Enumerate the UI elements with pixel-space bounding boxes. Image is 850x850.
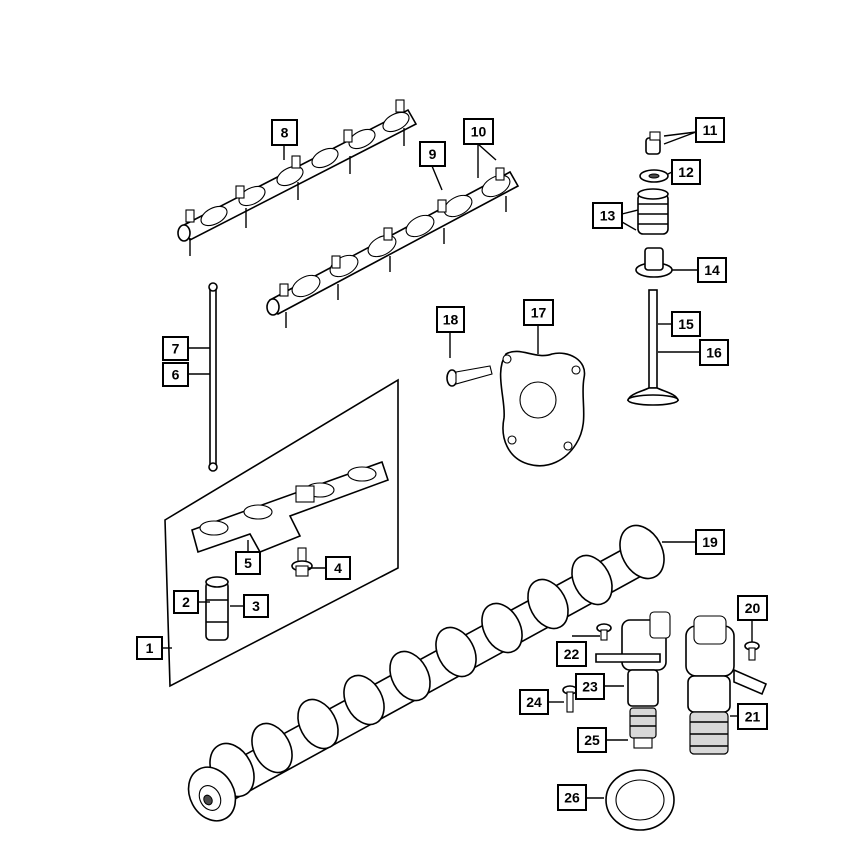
callout-11-label: 11 bbox=[703, 122, 718, 138]
callout-20-label: 20 bbox=[745, 600, 761, 616]
oil-control-solenoid-right[interactable] bbox=[685, 615, 768, 755]
callout-19[interactable]: 19 bbox=[695, 529, 725, 555]
callout-1-label: 1 bbox=[146, 640, 154, 656]
callout-17-label: 17 bbox=[531, 305, 547, 321]
callout-11[interactable]: 11 bbox=[695, 117, 725, 143]
callout-25[interactable]: 25 bbox=[577, 727, 607, 753]
rocker-arm-assembly-right[interactable] bbox=[266, 167, 520, 328]
callout-19-label: 19 bbox=[702, 534, 718, 550]
callout-10-label: 10 bbox=[471, 124, 487, 140]
callout-3-label: 3 bbox=[252, 598, 260, 614]
seal-ring[interactable] bbox=[605, 769, 675, 831]
callout-14[interactable]: 14 bbox=[697, 257, 727, 283]
callout-18-label: 18 bbox=[443, 312, 459, 328]
leader-lines bbox=[162, 131, 753, 799]
callout-3[interactable]: 3 bbox=[243, 594, 269, 618]
callout-15-label: 15 bbox=[678, 316, 694, 332]
valve-spring-retainer[interactable] bbox=[639, 169, 669, 183]
callout-12-label: 12 bbox=[678, 164, 694, 180]
cover-screw[interactable] bbox=[446, 365, 493, 387]
callout-1[interactable]: 1 bbox=[136, 636, 163, 660]
camshaft[interactable] bbox=[179, 518, 672, 829]
callout-16[interactable]: 16 bbox=[699, 339, 729, 366]
callout-9-label: 9 bbox=[429, 146, 437, 162]
bolt-22[interactable] bbox=[596, 623, 612, 641]
callout-25-label: 25 bbox=[584, 732, 600, 748]
push-rod[interactable] bbox=[208, 282, 218, 472]
callout-21-label: 21 bbox=[745, 709, 761, 725]
valve[interactable] bbox=[626, 289, 680, 406]
callout-26-label: 26 bbox=[564, 790, 580, 806]
callout-4-label: 4 bbox=[334, 560, 342, 576]
callout-23[interactable]: 23 bbox=[575, 673, 605, 700]
callout-8[interactable]: 8 bbox=[271, 119, 298, 146]
bolt-small[interactable] bbox=[291, 547, 313, 577]
oil-control-solenoid-left[interactable] bbox=[595, 611, 671, 749]
callout-16-label: 16 bbox=[706, 345, 722, 361]
callout-21[interactable]: 21 bbox=[737, 703, 768, 730]
kit-outline bbox=[164, 378, 399, 688]
cover-plate[interactable] bbox=[499, 350, 586, 467]
callout-2[interactable]: 2 bbox=[173, 590, 199, 614]
callout-18[interactable]: 18 bbox=[436, 306, 465, 333]
callout-8-label: 8 bbox=[281, 125, 289, 141]
hydraulic-lifter[interactable] bbox=[205, 576, 229, 641]
callout-13-label: 13 bbox=[600, 208, 616, 224]
callout-7[interactable]: 7 bbox=[162, 336, 189, 361]
callout-20[interactable]: 20 bbox=[737, 595, 768, 621]
callout-2-label: 2 bbox=[182, 594, 190, 610]
callout-12[interactable]: 12 bbox=[671, 159, 701, 185]
bolt-24[interactable] bbox=[562, 685, 578, 713]
bolt-20[interactable] bbox=[744, 641, 760, 661]
lifter-guide[interactable] bbox=[191, 460, 390, 554]
rocker-arm-assembly-left[interactable] bbox=[177, 99, 418, 256]
callout-4[interactable]: 4 bbox=[325, 556, 351, 580]
callout-10[interactable]: 10 bbox=[463, 118, 494, 145]
callout-22[interactable]: 22 bbox=[556, 641, 587, 667]
callout-24-label: 24 bbox=[526, 694, 542, 710]
callout-22-label: 22 bbox=[564, 646, 580, 662]
callout-6-label: 6 bbox=[172, 367, 180, 383]
callout-17[interactable]: 17 bbox=[523, 299, 554, 326]
callout-5[interactable]: 5 bbox=[235, 551, 261, 575]
valve-spring[interactable] bbox=[637, 188, 669, 235]
callout-23-label: 23 bbox=[582, 679, 598, 695]
valve-keepers[interactable] bbox=[645, 131, 661, 155]
callout-24[interactable]: 24 bbox=[519, 689, 549, 715]
callout-26[interactable]: 26 bbox=[557, 784, 587, 811]
callout-9[interactable]: 9 bbox=[419, 141, 446, 167]
callout-14-label: 14 bbox=[704, 262, 720, 278]
callout-13[interactable]: 13 bbox=[592, 202, 623, 229]
callout-7-label: 7 bbox=[172, 341, 180, 357]
callout-5-label: 5 bbox=[244, 555, 252, 571]
valve-stem-seal[interactable] bbox=[635, 247, 673, 278]
callout-15[interactable]: 15 bbox=[671, 311, 701, 337]
callout-6[interactable]: 6 bbox=[162, 362, 189, 387]
